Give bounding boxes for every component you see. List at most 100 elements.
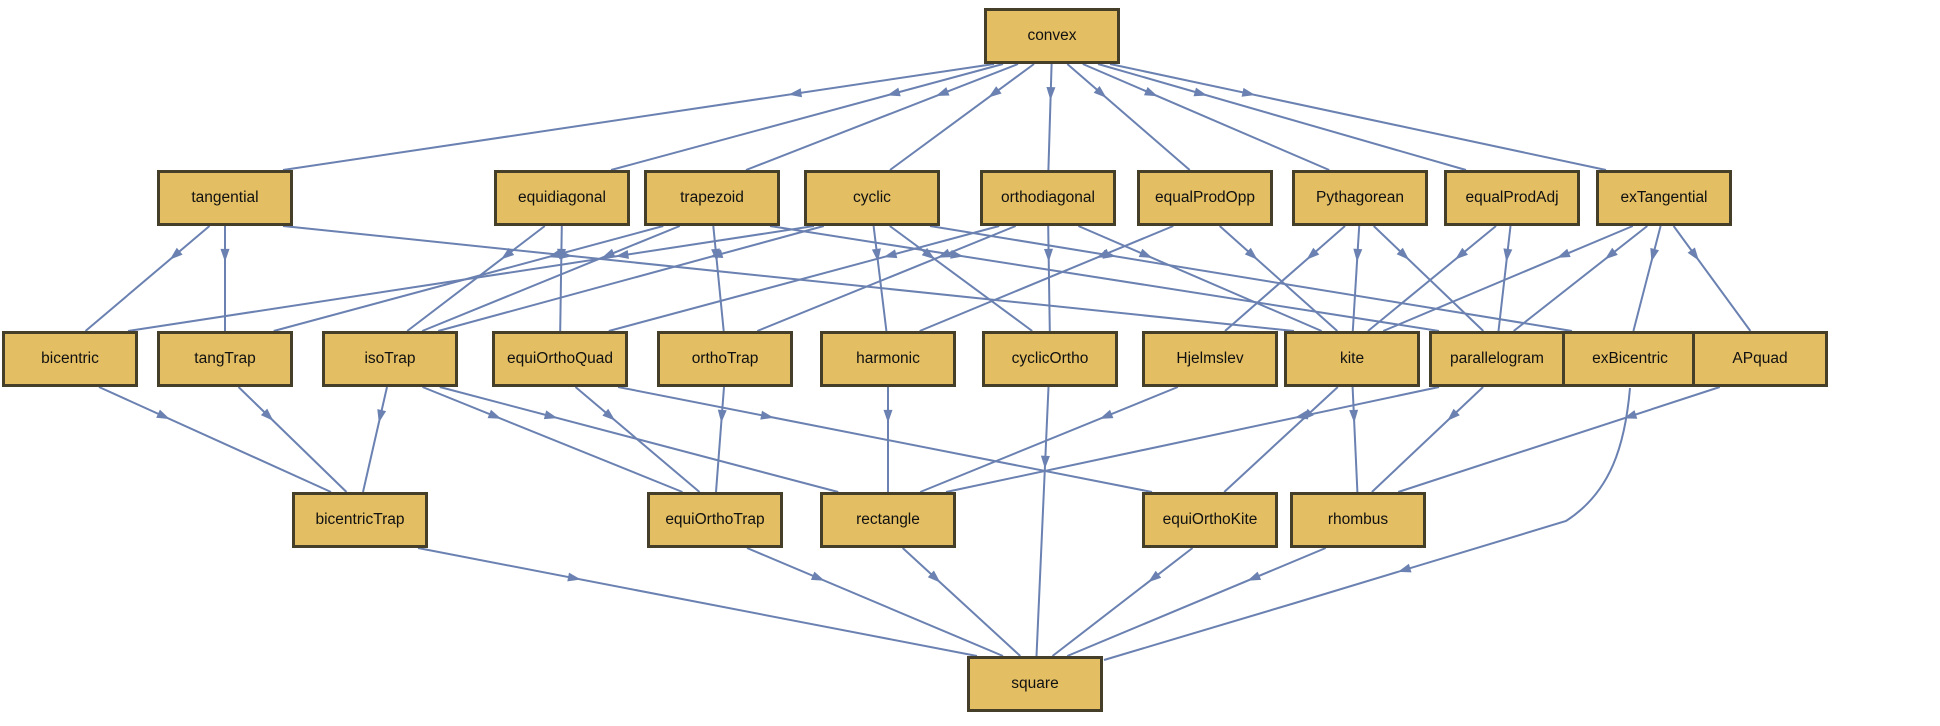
edge-line bbox=[1066, 547, 1327, 657]
edge-arrowhead bbox=[1687, 247, 1699, 261]
edge-arrowhead bbox=[567, 572, 581, 582]
edge-arrowhead bbox=[1040, 455, 1050, 469]
edge-line bbox=[282, 225, 1295, 332]
edge-arrowhead bbox=[547, 249, 562, 259]
edge-arrowhead bbox=[1503, 248, 1513, 262]
edge-arrowhead bbox=[220, 248, 230, 262]
node-bicentricTrap: bicentricTrap bbox=[292, 492, 428, 548]
edge-line bbox=[421, 225, 681, 332]
node-square: square bbox=[967, 656, 1103, 712]
edge-arrowhead bbox=[1353, 248, 1363, 262]
edge-line bbox=[945, 386, 1440, 493]
edge-line bbox=[715, 386, 725, 493]
edge-arrowhead bbox=[169, 247, 183, 260]
edge-line bbox=[1223, 386, 1339, 493]
edge-line bbox=[127, 225, 815, 332]
node-orthoTrap: orthoTrap bbox=[657, 331, 793, 387]
edge-arrowhead bbox=[1099, 409, 1114, 419]
edge-line bbox=[1672, 225, 1752, 332]
edge-line bbox=[422, 386, 683, 493]
edge-arrowhead bbox=[1244, 247, 1258, 260]
edge-line bbox=[872, 225, 888, 332]
edge-line bbox=[417, 547, 978, 657]
edge-line bbox=[282, 63, 995, 171]
edge-line bbox=[1371, 386, 1484, 493]
edge-arrowhead bbox=[709, 249, 724, 258]
edge-arrowhead bbox=[883, 249, 898, 259]
node-convex: convex bbox=[984, 8, 1120, 64]
node-Hjelmslev: Hjelmslev bbox=[1142, 331, 1278, 387]
node-isoTrap: isoTrap bbox=[322, 331, 458, 387]
node-orthodiagonal: orthodiagonal bbox=[980, 170, 1116, 226]
node-harmonic: harmonic bbox=[820, 331, 956, 387]
edge-arrowhead bbox=[1044, 248, 1053, 262]
edge-arrowhead bbox=[887, 87, 901, 97]
edge-arrowhead bbox=[883, 409, 893, 423]
edge-arrowhead bbox=[760, 410, 774, 420]
edge-line bbox=[745, 63, 1019, 171]
node-exTangential: exTangential bbox=[1596, 170, 1732, 226]
edge-arrowhead bbox=[1241, 87, 1256, 97]
edge-arrowhead bbox=[810, 571, 825, 581]
edge-line bbox=[746, 547, 1004, 657]
node-equiOrthoQuad: equiOrthoQuad bbox=[492, 331, 628, 387]
node-bicentric: bicentric bbox=[2, 331, 138, 387]
edge-line bbox=[919, 225, 1174, 332]
edge-arrowhead bbox=[937, 248, 952, 258]
edge-arrowhead bbox=[377, 409, 387, 423]
edge-arrowhead bbox=[927, 570, 941, 583]
node-equidiagonal: equidiagonal bbox=[494, 170, 630, 226]
edge-line bbox=[889, 63, 1035, 171]
edge-line bbox=[1351, 386, 1359, 493]
node-parallelogram: parallelogram bbox=[1429, 331, 1565, 387]
edge-arrowhead bbox=[921, 247, 935, 260]
edge-line bbox=[1078, 225, 1322, 332]
edge-arrowhead bbox=[717, 409, 727, 423]
edge-arrowhead bbox=[601, 248, 616, 258]
edge-line bbox=[559, 225, 563, 332]
node-kite: kite bbox=[1284, 331, 1420, 387]
edge-line bbox=[1051, 547, 1194, 657]
node-rhombus: rhombus bbox=[1290, 492, 1426, 548]
edge-line bbox=[1497, 225, 1512, 332]
edge-line bbox=[1066, 63, 1191, 171]
edge-arrowhead bbox=[1306, 247, 1320, 260]
edge-arrowhead bbox=[1604, 247, 1618, 260]
edge-line bbox=[1513, 225, 1648, 332]
edge-line bbox=[437, 225, 825, 332]
edge-arrowhead bbox=[1349, 409, 1359, 423]
edge-arrowhead bbox=[935, 87, 950, 96]
edge-arrowhead bbox=[501, 247, 515, 260]
edge-line bbox=[610, 63, 1004, 171]
edge-line bbox=[1382, 225, 1634, 332]
edge-line bbox=[1373, 225, 1484, 332]
node-equalProdOpp: equalProdOpp bbox=[1137, 170, 1273, 226]
edge-line bbox=[1035, 386, 1050, 657]
edge-arrowhead bbox=[988, 86, 1002, 98]
edge-line bbox=[1224, 225, 1346, 332]
edge-arrowhead bbox=[1650, 248, 1659, 262]
node-tangTrap: tangTrap bbox=[157, 331, 293, 387]
edge-line bbox=[84, 225, 211, 332]
edge-arrowhead bbox=[1096, 248, 1110, 258]
edge-arrowhead bbox=[260, 408, 274, 421]
edge-line bbox=[98, 386, 332, 493]
edge-arrowhead bbox=[1144, 87, 1158, 97]
edge-arrowhead bbox=[543, 410, 558, 420]
edge-arrowhead bbox=[1193, 87, 1208, 97]
edge-line bbox=[1097, 63, 1467, 171]
node-cyclic: cyclic bbox=[804, 170, 940, 226]
edge-line bbox=[919, 386, 1179, 493]
node-equalProdAdj: equalProdAdj bbox=[1444, 170, 1580, 226]
edge-line bbox=[1082, 63, 1330, 171]
edge-line bbox=[756, 225, 1017, 332]
node-Pythagorean: Pythagorean bbox=[1292, 170, 1428, 226]
edge-arrowhead bbox=[788, 88, 802, 98]
edge-line bbox=[769, 225, 1440, 332]
edge-line bbox=[608, 225, 1000, 332]
node-cyclicOrtho: cyclicOrtho bbox=[982, 331, 1118, 387]
node-exBicentric: exBicentric bbox=[1562, 331, 1698, 387]
node-rectangle: rectangle bbox=[820, 492, 956, 548]
